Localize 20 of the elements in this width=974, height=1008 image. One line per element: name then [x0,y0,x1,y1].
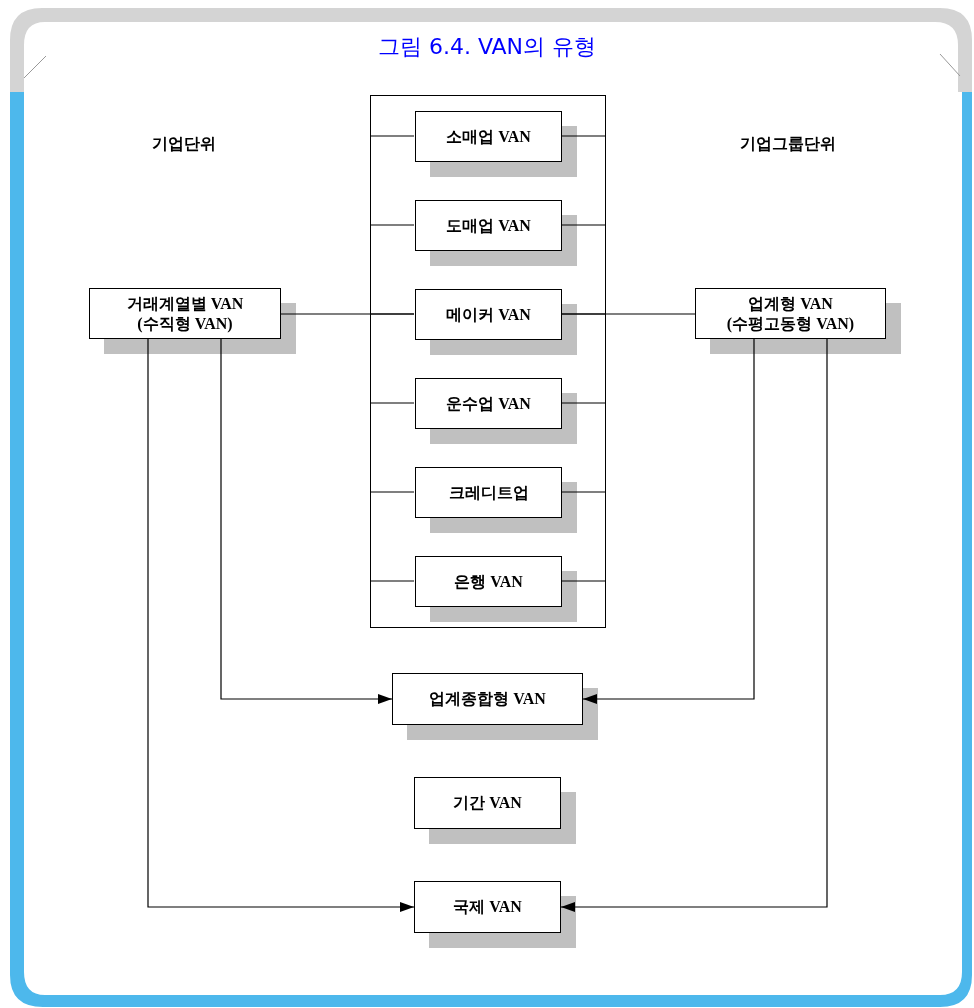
connector-line [369,135,415,137]
connector-line [560,402,607,404]
connector-line [560,135,607,137]
group-box [370,95,606,628]
connector-line [280,313,415,315]
arrow [220,338,393,704]
connector-line [560,313,696,315]
connector-line [369,491,415,493]
arrow [582,338,755,704]
connector-line [369,580,415,582]
connector-line [369,402,415,404]
connector-line [369,224,415,226]
arrow [560,338,828,912]
arrow [147,338,415,912]
group-label: 기업그룹단위 [740,134,836,154]
figure-title: 그림 6.4. VAN의 유형 [377,34,597,59]
connector-line [560,491,607,493]
connector-line [560,224,607,226]
group-label: 기업단위 [152,134,216,154]
connector-line [560,580,607,582]
